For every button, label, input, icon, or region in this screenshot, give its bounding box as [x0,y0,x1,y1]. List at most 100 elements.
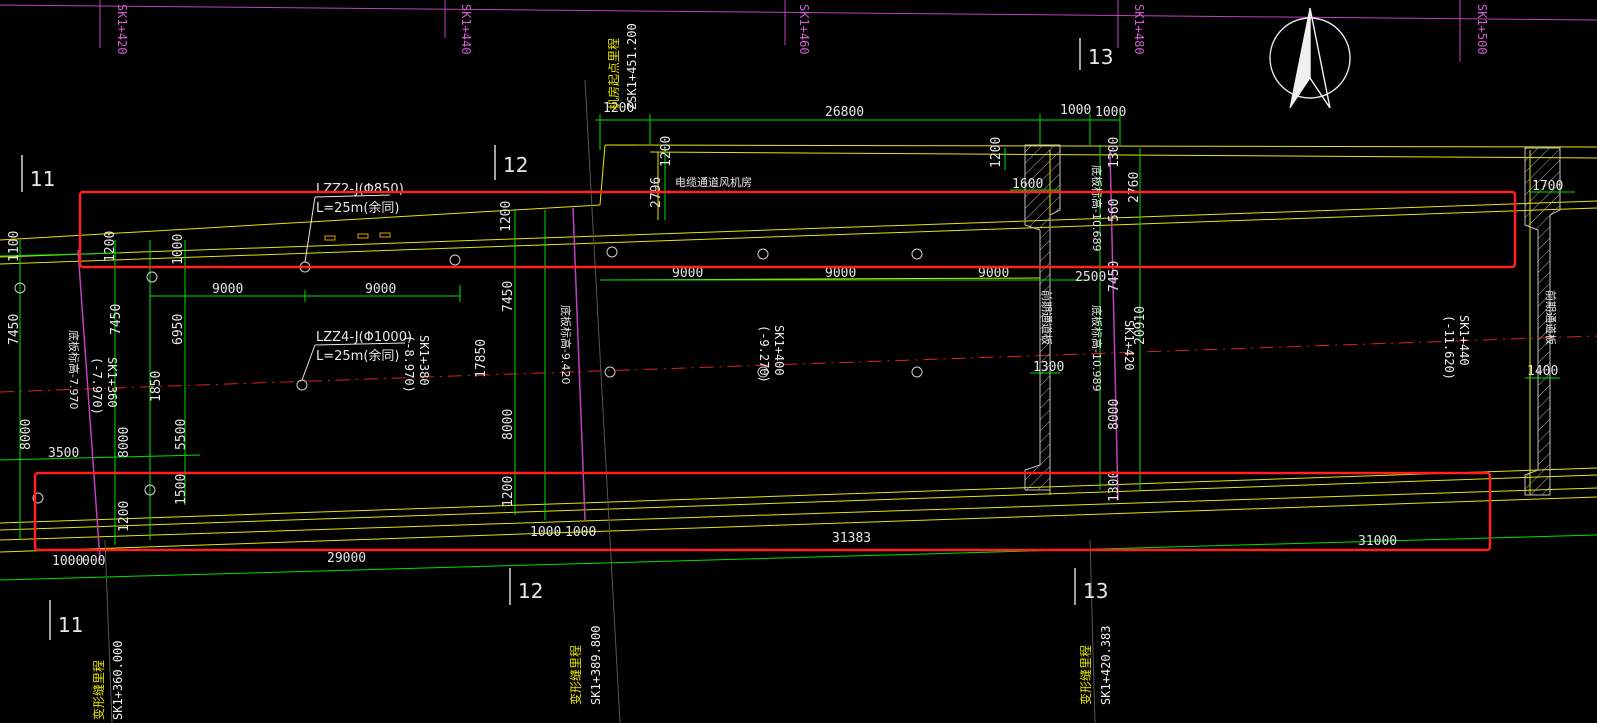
vdim-17850: 17850 [474,339,489,378]
span-9000-d: 9000 [825,266,856,281]
dim-1700: 1700 [1532,179,1563,194]
grid-label-11-top: 11 [30,167,55,191]
grid-axis-labels: 11 12 13 11 12 13 [21,38,1113,640]
pile-icon [146,271,158,283]
grid-label-13-top: 13 [1088,45,1113,69]
elevation-label-1: 底板标高-10.689 [1090,165,1104,251]
mid-chainage-1-elev: (-8.970) [402,335,416,393]
dim-000: 000 [82,554,105,569]
vdim-1200-a: 1200 [103,231,118,262]
mid-chainage-5: SK1+360 [105,357,119,408]
mid-chainage-1: SK1+380 [417,335,431,386]
pile-icon [449,254,461,266]
dimension-lines [0,114,1597,581]
vdim-2760: 2760 [1127,172,1142,203]
mid-chainage-2: SK1+400 [772,325,786,376]
bottom-chainage-2: SK1+389.800 [589,626,603,705]
mid-chainage-4-elev: (-11.620) [1442,315,1456,380]
top-chainage-labels: SK1+420 SK1+440 SK1+460 SK1+480 SK1+500 [115,4,1489,55]
pile-tags [324,232,391,241]
span-9000-b: 9000 [365,282,396,297]
bottom-chainage-3: SK1+420.383 [1099,626,1113,705]
vdim-1200-f: 1200 [989,137,1004,168]
cable-room-label: 电缆通道风机房 [675,175,752,189]
vdim-7450-b: 7450 [109,304,124,335]
dim-1000-b: 1000 [1095,105,1126,120]
grid-label-13-bottom: 13 [1083,579,1108,603]
bottom-chainage-1-note: 变形缝里程 [91,660,106,720]
vdim-1300-b: 1300 [1107,471,1122,502]
passage-label-1: 前期通道板 [1040,290,1054,345]
bottom-chainage-3-note: 变形缝里程 [1078,645,1093,705]
top-station: ZSK1+451.200 [625,23,639,110]
structure-outline [0,144,1597,553]
vdim-8000-b: 8000 [117,427,132,458]
vdim-20910: 20910 [1133,306,1148,345]
dim-1000-e: 1000 [52,554,83,569]
bottom-chainage-2-note: 变形缝里程 [568,645,583,705]
mid-chainage-2-elev: (-9.270) [757,325,771,383]
span-9000-a: 9000 [212,282,243,297]
top-chainage-5: SK1+500 [1475,4,1489,55]
vdim-1100: 1100 [7,231,22,262]
pile-icon [757,248,769,260]
vdim-1000: 1000 [171,234,186,265]
dim-26800: 26800 [825,105,864,120]
dim-1000-a: 1000 [1060,103,1091,118]
top-chainage-line [0,0,1597,62]
top-station-note: 机房起点里程 [606,38,621,110]
grid-label-12-bottom: 12 [518,579,543,603]
joint-lines [77,149,1119,561]
vdim-1500: 1500 [174,474,189,505]
vdim-8000-d: 8000 [1107,399,1122,430]
span-2500: 2500 [1075,270,1106,285]
vdim-560: 560 [1107,199,1122,222]
highlight-boxes [33,190,1517,552]
vdim-5500: 5500 [174,419,189,450]
pile-note-leaders [301,194,406,381]
pile-note-lzz4-length: L=25m(余同) [316,348,400,364]
highlight-box-top [78,190,1517,269]
pile-note-lzz2-length: L=25m(余同) [316,200,400,216]
vdim-7450-c: 7450 [501,281,516,312]
dim-1000-d: 1000 [565,525,596,540]
pile-icon [32,492,44,504]
dim-1300: 1300 [1033,360,1064,375]
dim-31000: 31000 [1358,534,1397,549]
vdim-1200-b: 1200 [117,501,132,532]
vdim-1850: 1850 [149,371,164,402]
vdim-1300-a: 1300 [1107,137,1122,168]
vdim-8000-c: 8000 [501,409,516,440]
span-9000-c: 9000 [672,266,703,281]
elevation-label-2: 底板标高-10.989 [1090,305,1104,391]
pile-icon [14,282,26,294]
dim-1200-top: 1200 [603,101,634,116]
elevation-label-3: 底板标高-9.420 [559,305,573,384]
highlight-box-bottom [33,471,1492,552]
pile-note-lzz2: LZZ2-J(Φ850) [316,182,404,197]
vdim-1200-e: 1200 [659,136,674,167]
bottom-chainage-1: SK1+360.000 [111,641,125,720]
dim-1000-c: 1000 [530,525,561,540]
dim-31383: 31383 [832,531,871,546]
dim-1600: 1600 [1012,177,1043,192]
top-chainage-4: SK1+480 [1132,4,1146,55]
pile-icon [757,366,769,378]
dim-3500: 3500 [48,446,79,461]
vdim-1200-c: 1200 [499,201,514,232]
vdim-7450-a: 7450 [7,314,22,345]
mid-chainage-5-elev: (-7.970) [90,357,104,415]
pile-icon [144,484,156,496]
passage-label-2: 前期通道板 [1544,290,1558,345]
grid-lines [104,79,1096,723]
dim-1400: 1400 [1527,364,1558,379]
grid-label-12-top: 12 [503,153,528,177]
elevation-label-4: 底板标高-7.970 [67,330,81,409]
hatched-walls [1024,144,1561,496]
grid-label-11-bottom: 11 [58,613,83,637]
pile-icon [606,246,618,258]
dim-29000: 29000 [327,551,366,566]
mid-chainage-3: SK1+420 [1122,320,1136,371]
